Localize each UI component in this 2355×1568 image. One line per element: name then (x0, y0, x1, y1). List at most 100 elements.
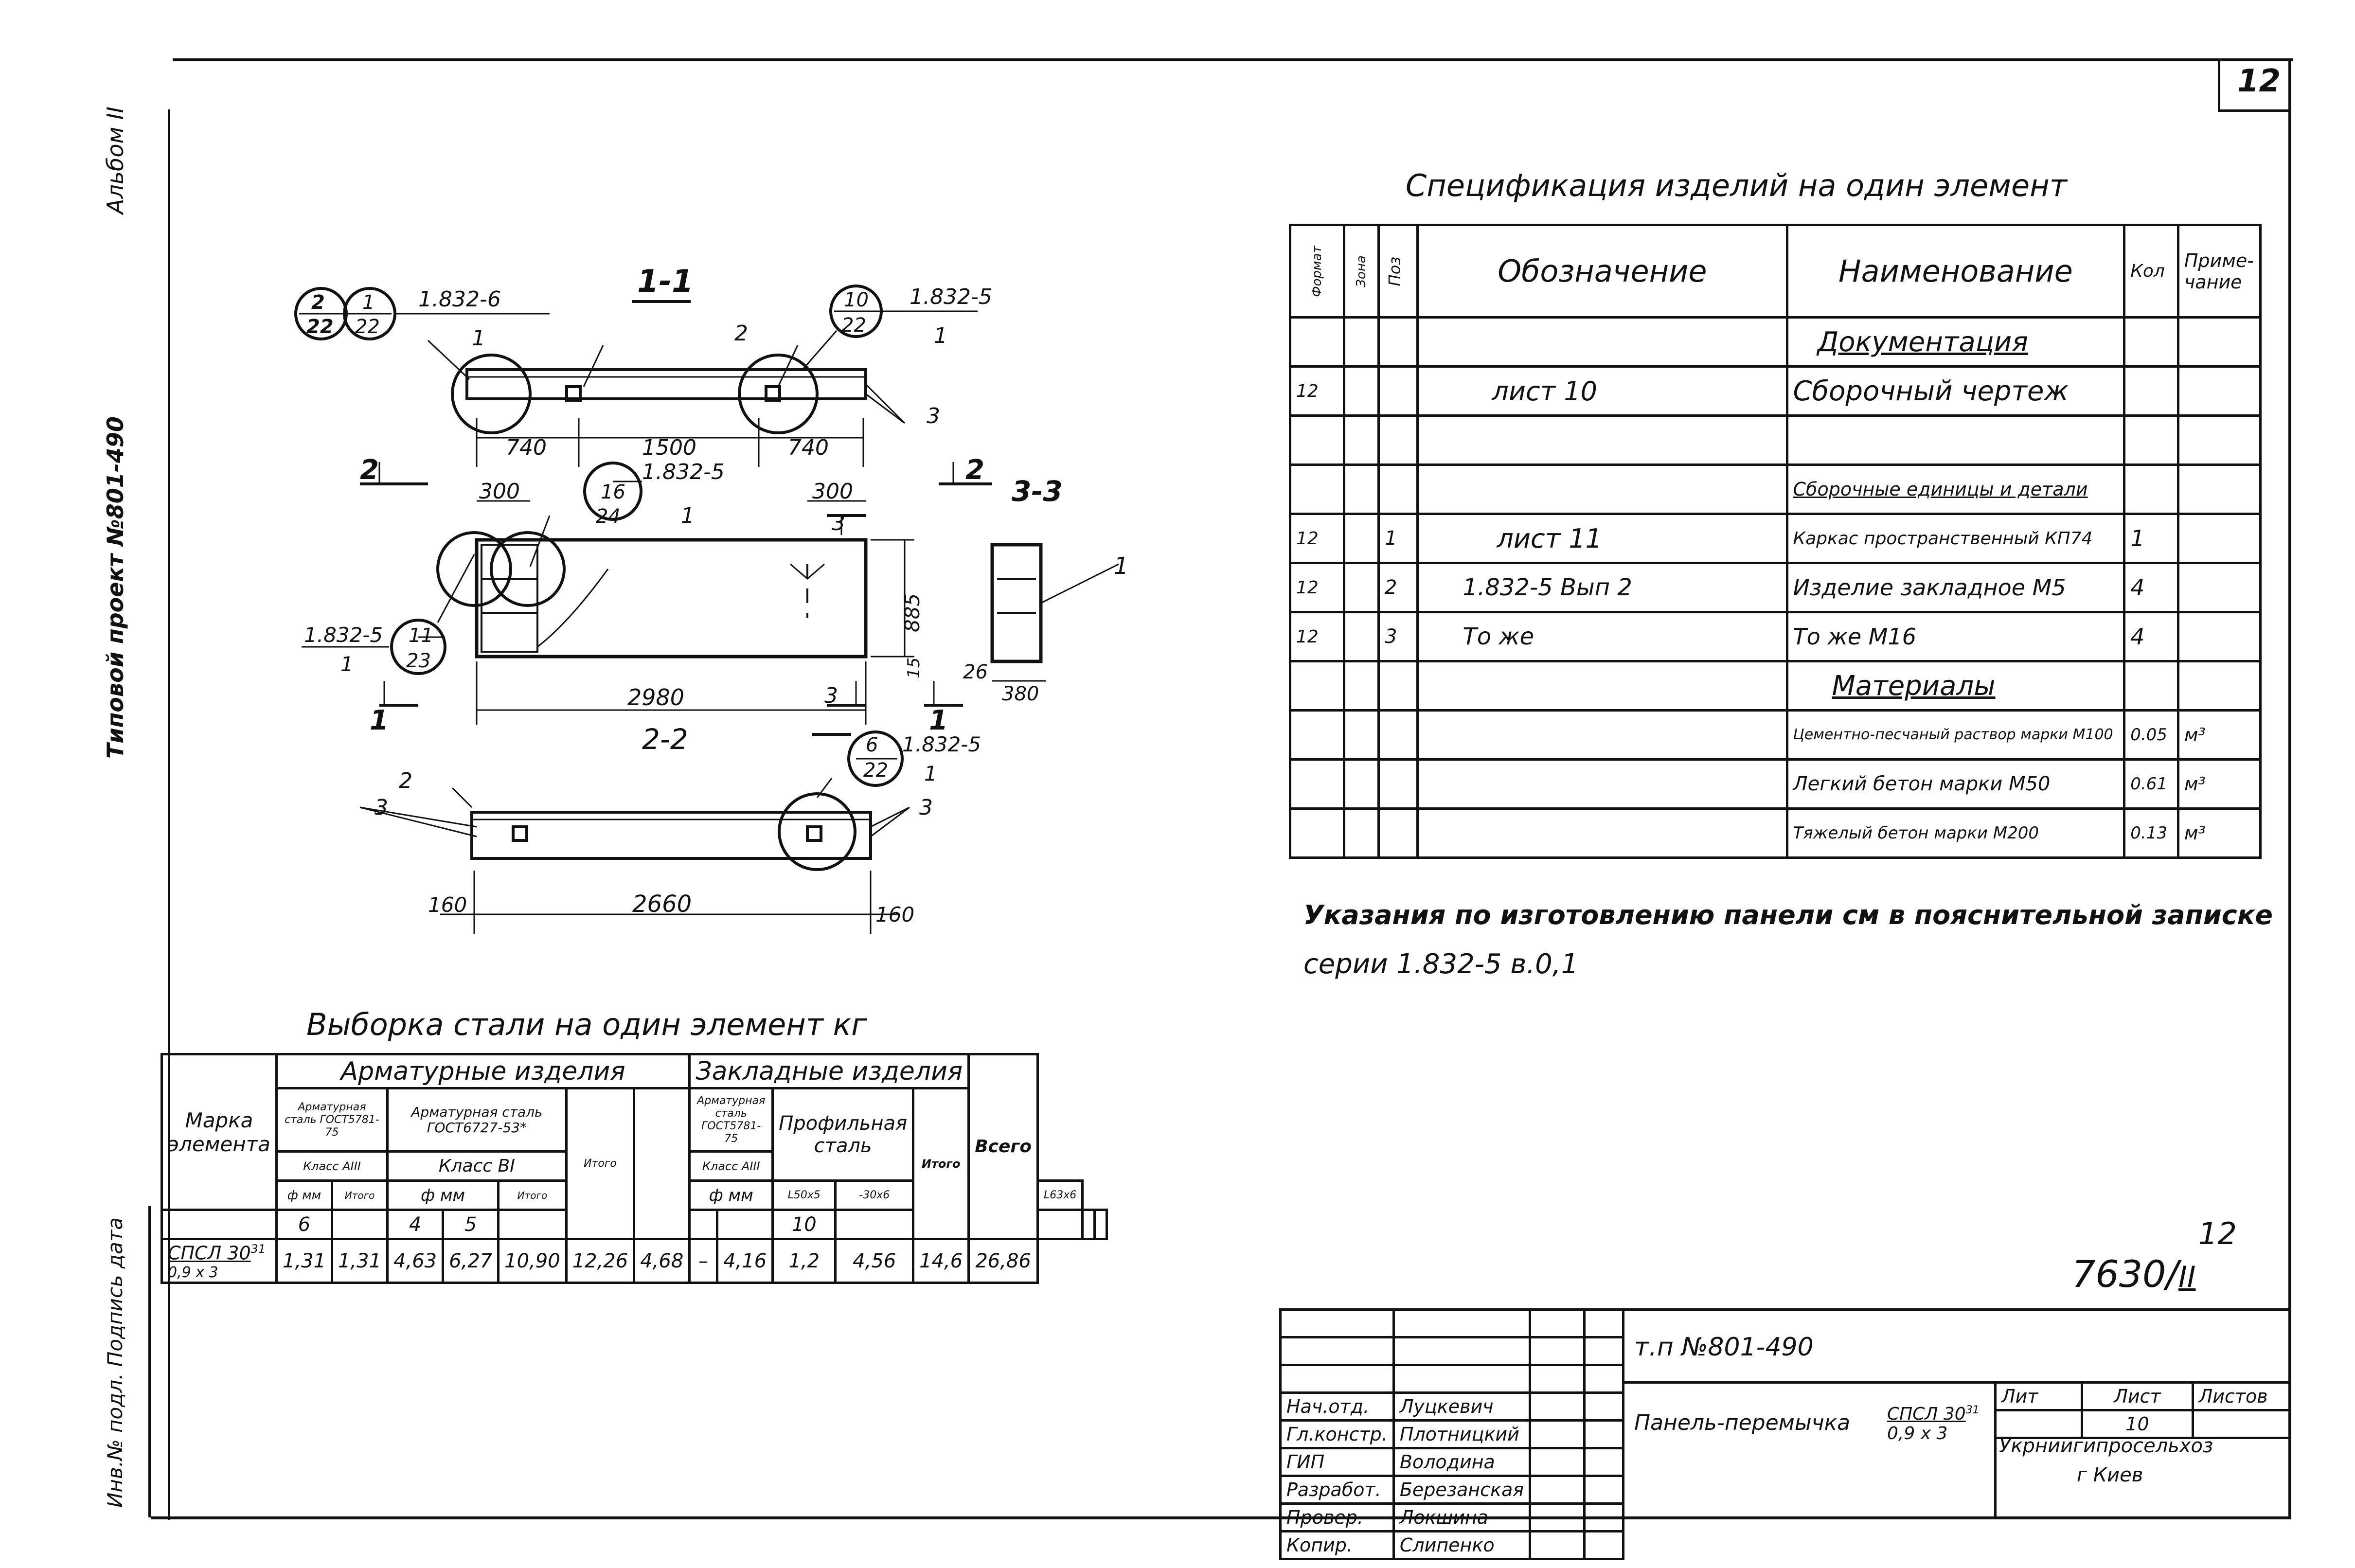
pos-1-section3: 1 (1114, 552, 1129, 580)
page-number: 12 (2237, 63, 2281, 99)
section-1-1-body (465, 368, 867, 400)
detail-circle-2-2 (778, 792, 856, 871)
stamp-list-value: 10 (2081, 1409, 2194, 1439)
steel-d-10: 10 (771, 1209, 837, 1240)
ref-1832-5-left: 1.832-5 (304, 623, 383, 647)
steel-h-dia: ф мм (275, 1179, 333, 1211)
steel-h-class-a: Класс АIII (275, 1150, 389, 1182)
section-3-3-body (990, 543, 1043, 663)
dim-160-right: 160 (875, 903, 914, 927)
callout-2-22-bot: 22 (306, 316, 334, 338)
steel-h-dia-b: ф мм (386, 1179, 500, 1211)
arrow-2-left: 2 (360, 454, 379, 486)
steel-h-class-a2: Класс АIII (688, 1150, 774, 1182)
dim-3-top: 3 (832, 511, 845, 535)
titleblock-name: Панель-перемычка (1634, 1410, 1851, 1435)
callout-circle-11-23 (390, 619, 446, 675)
callout-1-22-top: 1 (362, 291, 375, 314)
steel-h-arm-st2: Арматурная сталь ГОСТ6727-53* (386, 1087, 568, 1153)
table-row: Сборочные единицы и детали (1288, 463, 2262, 515)
steel-table: Марка элемента Арматурные изделия Заклад… (161, 1053, 1108, 1284)
sheet-code: 7630/II (2072, 1252, 2196, 1296)
callout-23: 23 (406, 650, 431, 672)
callout-11: 11 (409, 624, 433, 647)
stamp-org: Укрниигипросельхоз (1999, 1435, 2213, 1457)
callout-sub-right: 1 (934, 323, 947, 348)
dim-2660: 2660 (632, 891, 692, 918)
steel-h-arm-st1: Арматурная сталь ГОСТ5781-75 (275, 1087, 389, 1153)
note-line-1: Указания по изготовлению панели см в поя… (1303, 900, 2273, 930)
callout-sub-left: 1 (472, 326, 485, 351)
detail-circle-left (451, 354, 532, 434)
steel-h-zakl: Закладные изделия (688, 1053, 970, 1089)
ref-1832-5-top: 1.832-5 (910, 285, 992, 309)
section-2-2-label: 2-2 (642, 723, 688, 756)
dim-740-left: 740 (506, 435, 547, 460)
steel-h-mark: Марка элемента (161, 1053, 278, 1211)
panel-drawing: 1-1 1.832-6 1 2 22 1 22 10 22 1.832-5 1 … (294, 264, 1129, 934)
stamp-h-lit: Лит (1994, 1381, 2084, 1411)
table-row: Копир.Слипенко (1279, 1530, 1624, 1560)
note-line-2: серии 1.832-5 в.0,1 (1303, 948, 1579, 980)
frame-pagebox-line (2218, 58, 2220, 112)
stamp-h-listov: Листов (2191, 1381, 2291, 1411)
steel-d-5: 5 (442, 1209, 500, 1240)
steel-h-itogo-b: Итого (497, 1179, 568, 1211)
ref-1832-5-mid: 1.832-5 (642, 460, 725, 484)
callout-circle-16-24 (583, 462, 642, 521)
spec-h-note: Приме-чание (2177, 224, 2262, 319)
dim-1500: 1500 (642, 435, 696, 460)
spec-h-qty: Кол (2123, 224, 2179, 319)
spec-h-format: Формат (1288, 224, 1346, 319)
stamp-city: г Киев (2077, 1464, 2143, 1486)
spec-h-designation: Обозначение (1416, 224, 1788, 319)
frame-pagebox-bottom (2218, 109, 2291, 112)
ref-1832-5-bottom: 1.832-5 (902, 732, 981, 756)
table-row: Нач.отд.Луцкевич (1279, 1391, 1624, 1422)
callout-circle-6-22 (847, 731, 904, 787)
titleblock-right-v (1994, 1381, 1997, 1517)
table-row (1288, 414, 2262, 466)
callout-24: 24 (596, 505, 621, 528)
spec-title: Спецификация изделий на один элемент (1406, 168, 2067, 203)
dim-885: 885 (900, 593, 924, 632)
steel-h-dia-z: ф мм (688, 1179, 774, 1211)
frame-right-line (2288, 58, 2291, 1519)
spec-h-name: Наименование (1785, 224, 2126, 319)
arrow-2-right: 2 (965, 454, 984, 486)
callout-16: 16 (601, 481, 625, 503)
dim-15: 15 (904, 658, 924, 678)
callout-10-22-bot: 22 (841, 314, 866, 337)
steel-h-prof-1: L50х5 (771, 1179, 837, 1211)
callout-circle-2-22 (294, 287, 348, 340)
callout-sub-bottom: 1 (924, 762, 937, 785)
steel-h-itogo-a: Итого (330, 1179, 389, 1211)
dim-380: 380 (1002, 683, 1039, 705)
pos-2-bottom: 2 (399, 768, 412, 793)
table-row: Разработ.Березанская (1279, 1475, 1624, 1505)
sheet-code-top: 12 (2198, 1216, 2237, 1251)
side-stamp: Инв.№ подл. Подпись дата (103, 1217, 127, 1508)
steel-h-arm: Арматурные изделия (275, 1053, 691, 1089)
callout-2-22-top: 2 (311, 291, 325, 314)
dim-740-right: 740 (788, 435, 829, 460)
steel-h-total: Всего (967, 1053, 1039, 1240)
side-stamp-line (148, 1206, 151, 1517)
dim-2980: 2980 (627, 684, 684, 711)
titleblock-people: Нач.отд.Луцкевич Гл.констр.Плотницкий ГИ… (1279, 1308, 1624, 1560)
steel-h-itogo-z: Итого (912, 1087, 970, 1240)
section-1-1-label: 1-1 (637, 264, 694, 300)
arrow-1-right: 1 (929, 705, 948, 736)
callout-1-22-bot: 22 (355, 316, 380, 338)
detail-circle-corner-mid (490, 531, 566, 607)
steel-h-itogo: Итого (565, 1087, 636, 1240)
titleblock-top (1279, 1308, 2291, 1311)
